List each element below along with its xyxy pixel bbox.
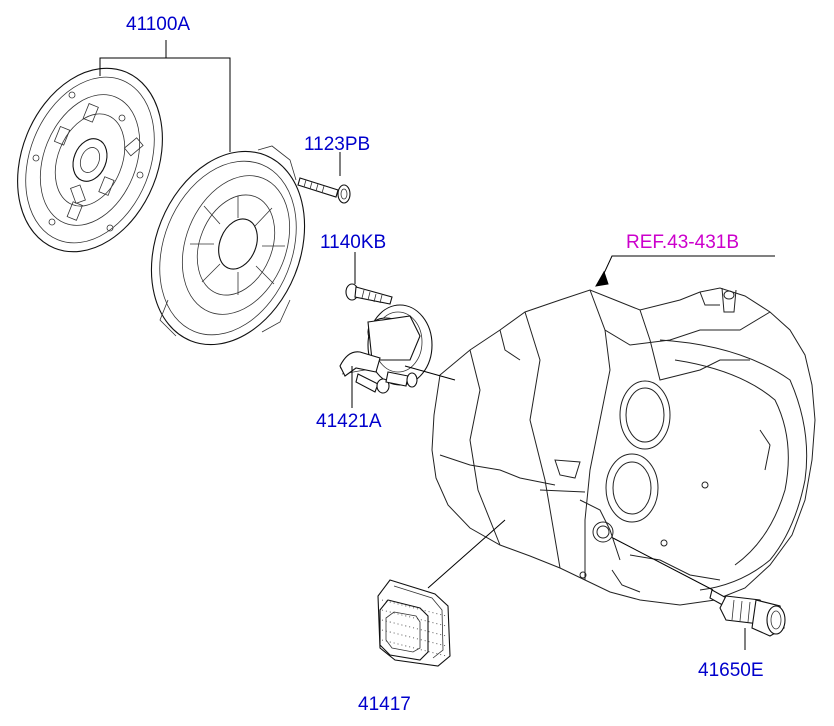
speed-sensor [709, 589, 786, 637]
cover-bolt [297, 177, 351, 204]
clutch-cover [150, 145, 306, 346]
label-1123pb: 1123PB [304, 134, 370, 155]
label-41417: 41417 [358, 694, 411, 715]
label-41100a: 41100A [126, 14, 190, 35]
label-ref-43-431b: REF.43-431B [626, 232, 739, 253]
transmission-housing [431, 287, 816, 606]
release-bolt [345, 283, 393, 305]
leader-lines [99, 40, 775, 650]
label-41650e: 41650E [698, 660, 764, 681]
label-1140kb: 1140KB [320, 232, 386, 253]
clutch-disc [17, 67, 163, 253]
label-41421a: 41421A [316, 411, 382, 432]
shift-boot [377, 579, 451, 667]
concentric-slave-cylinder [339, 304, 433, 394]
